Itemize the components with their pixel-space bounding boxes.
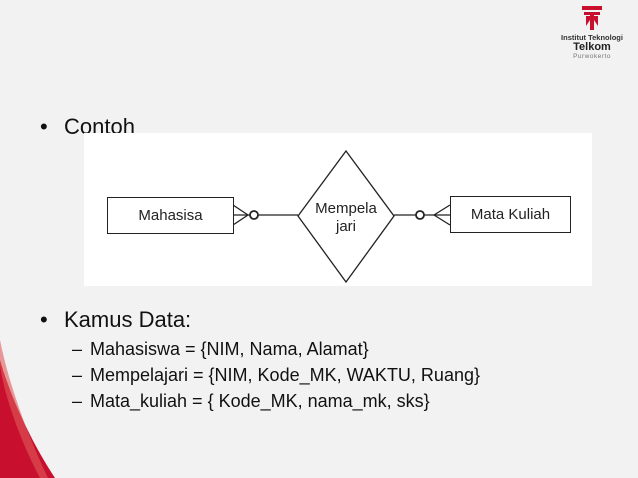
institution-logo: Institut Teknologi Telkom Purwokerto <box>552 6 632 76</box>
bullet-marker: • <box>40 307 48 332</box>
kamus-item-text: Mata_kuliah = { Kode_MK, nama_mk, sks} <box>90 391 430 411</box>
bullet-kamus-text: Kamus Data: <box>64 307 192 332</box>
logo-text-telkom: Telkom <box>573 41 611 53</box>
bullet-kamus-data: • Kamus Data: <box>40 308 191 332</box>
dash-marker: – <box>72 365 83 385</box>
list-item: – Mata_kuliah = { Kode_MK, nama_mk, sks} <box>72 388 480 414</box>
relationship-mempelajari: Mempela jari <box>306 200 386 236</box>
dash-marker: – <box>72 391 83 411</box>
list-item: – Mempelajari = {NIM, Kode_MK, WAKTU, Ru… <box>72 362 480 388</box>
er-diagram-lines <box>232 149 451 284</box>
relationship-label-line1: Mempela <box>315 200 377 217</box>
dash-marker: – <box>72 339 83 359</box>
entity-mata-kuliah: Mata Kuliah <box>450 196 571 233</box>
telkom-emblem-icon <box>582 6 602 30</box>
kamus-item-text: Mempelajari = {NIM, Kode_MK, WAKTU, Ruan… <box>90 365 480 385</box>
list-item: – Mahasiswa = {NIM, Nama, Alamat} <box>72 336 480 362</box>
kamus-data-list: – Mahasiswa = {NIM, Nama, Alamat} – Memp… <box>72 336 480 414</box>
er-diagram: Mahasisa Mempela jari Mata Kuliah <box>84 133 592 286</box>
bullet-marker: • <box>40 114 48 139</box>
kamus-item-text: Mahasiswa = {NIM, Nama, Alamat} <box>90 339 369 359</box>
relationship-label-line2: jari <box>335 218 356 235</box>
logo-text-campus: Purwokerto <box>573 53 611 60</box>
logo-text-institute: Institut Teknologi <box>561 33 623 42</box>
entity-mahasiswa: Mahasisa <box>107 197 234 234</box>
